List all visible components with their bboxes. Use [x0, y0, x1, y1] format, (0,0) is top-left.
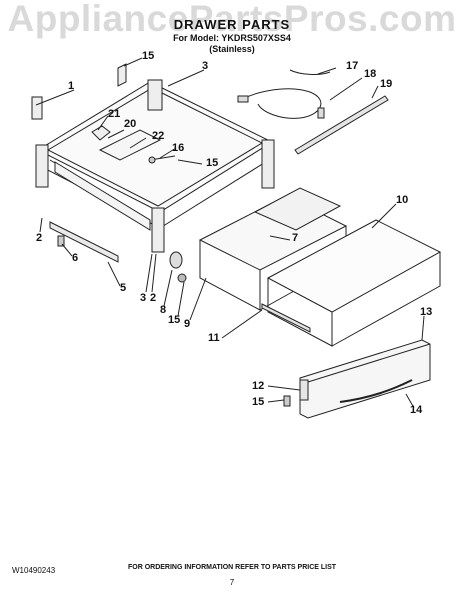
- callout-21: 21: [108, 108, 121, 120]
- page-number: 7: [229, 578, 235, 587]
- callout-3-top: 3: [202, 60, 209, 72]
- callout-8: 8: [160, 304, 167, 316]
- finish-line: (Stainless): [209, 44, 255, 54]
- drawer-pan: [266, 219, 442, 347]
- callout-18: 18: [364, 68, 377, 80]
- callout-3-bottom: 3: [140, 292, 147, 304]
- callout-22: 22: [152, 130, 165, 142]
- callout-7: 7: [292, 232, 299, 244]
- callout-2-bottom: 2: [150, 292, 157, 304]
- ordering-instruction: FOR ORDERING INFORMATION REFER TO PARTS …: [127, 564, 337, 571]
- callout-1: 1: [68, 80, 75, 92]
- callout-12: 12: [252, 380, 265, 392]
- callout-2-left: 2: [36, 232, 43, 244]
- callout-9: 9: [184, 318, 191, 330]
- document-number: W10490243: [12, 566, 56, 575]
- drawer-liner: [198, 187, 348, 311]
- diagram-title: DRAWER PARTS: [173, 17, 291, 32]
- bracket-part-1: [31, 96, 43, 120]
- callout-15-bottom: 15: [252, 396, 265, 408]
- callout-20: 20: [124, 118, 137, 130]
- model-line: For Model: YKDRS507XSS4: [173, 33, 291, 43]
- frame-assembly: [35, 79, 275, 253]
- callout-10: 10: [396, 194, 409, 206]
- callout-15-lower: 15: [168, 314, 181, 326]
- callout-15-top: 15: [142, 50, 155, 62]
- diagram-subtitle: For Model: YKDRS507XSS4 (Stainless): [0, 33, 464, 55]
- drawer-front: [299, 339, 431, 419]
- callout-16: 16: [172, 142, 185, 154]
- callout-19: 19: [380, 78, 393, 90]
- callout-15-mid: 15: [206, 157, 219, 169]
- callout-5: 5: [120, 282, 127, 294]
- callout-13: 13: [420, 306, 433, 318]
- callout-11: 11: [208, 332, 220, 344]
- callout-14: 14: [410, 404, 423, 416]
- watermark: AppliancePartsPros.com: [7, 0, 457, 39]
- callout-17: 17: [346, 60, 359, 72]
- callout-6: 6: [72, 252, 79, 264]
